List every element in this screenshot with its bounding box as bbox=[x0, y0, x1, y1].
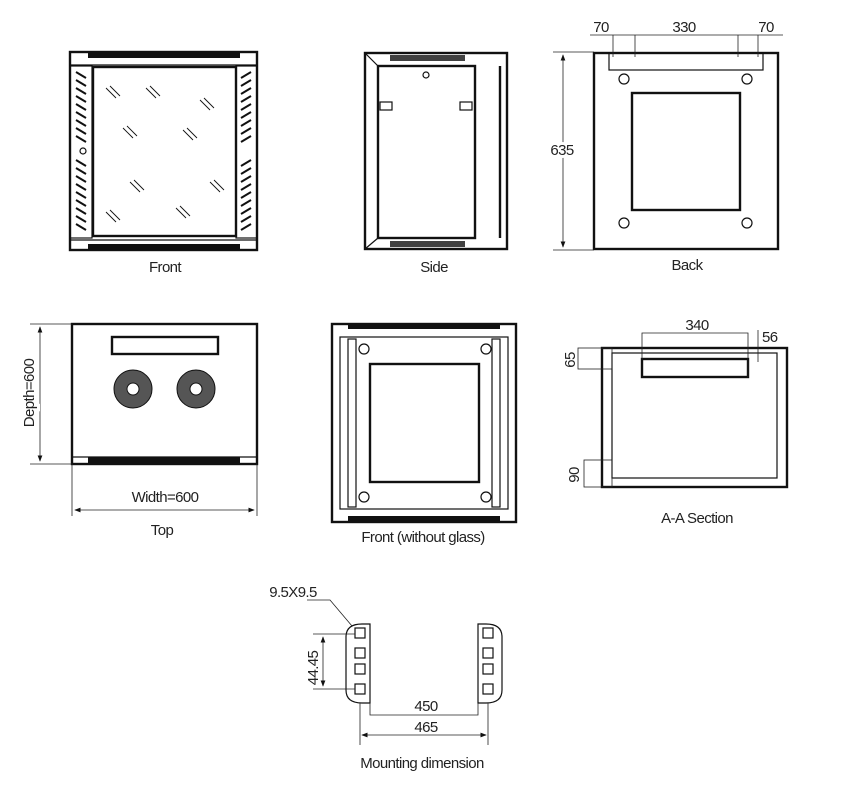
mounting-label: Mounting dimension bbox=[360, 755, 484, 772]
vent-slot bbox=[240, 159, 252, 167]
glass-glare-mark bbox=[199, 99, 211, 111]
glass-glare-mark bbox=[129, 181, 141, 193]
glass-glare-mark bbox=[133, 179, 145, 191]
vent-slot bbox=[240, 223, 252, 231]
front-view: Front bbox=[68, 50, 259, 276]
vent-slot bbox=[240, 183, 252, 191]
vent-slot bbox=[75, 127, 87, 135]
vent-slot bbox=[75, 135, 87, 143]
section-dim-65: 65 bbox=[562, 352, 579, 368]
vent-slot bbox=[240, 111, 252, 119]
top-view: Depth=600 Width=600 Top bbox=[18, 322, 259, 539]
vent-slot bbox=[240, 191, 252, 199]
back-dim-height: 635 bbox=[550, 142, 573, 159]
vent-slot bbox=[240, 95, 252, 103]
vent-slot bbox=[75, 191, 87, 199]
vent-slot bbox=[75, 79, 87, 87]
vent-slot bbox=[75, 95, 87, 103]
glass-glare-mark bbox=[186, 127, 198, 139]
vent-slot bbox=[75, 223, 87, 231]
top-dim-depth: Depth=600 bbox=[21, 359, 38, 428]
vent-slot bbox=[240, 87, 252, 95]
glass-glare-mark bbox=[149, 85, 161, 97]
vent-slot bbox=[240, 207, 252, 215]
glass-glare-mark bbox=[179, 205, 191, 217]
vent-slot bbox=[240, 71, 252, 79]
mounting-dim-pitch: 44.45 bbox=[305, 650, 322, 685]
back-label: Back bbox=[672, 257, 704, 274]
glass-glare-mark bbox=[105, 211, 117, 223]
vent-slot bbox=[240, 79, 252, 87]
vent-slot bbox=[75, 207, 87, 215]
vent-slot bbox=[75, 175, 87, 183]
section-dim-56: 56 bbox=[762, 329, 778, 346]
vent-slot bbox=[75, 103, 87, 111]
glass-glare-mark bbox=[105, 87, 117, 99]
fan-icon bbox=[176, 369, 216, 409]
glass-glare-mark bbox=[182, 129, 194, 141]
section-label: A-A Section bbox=[661, 510, 733, 527]
side-label: Side bbox=[420, 259, 448, 276]
mounting-dim-465: 465 bbox=[414, 719, 437, 736]
vent-slot bbox=[240, 175, 252, 183]
glass-glare-mark bbox=[126, 125, 138, 137]
vent-slot bbox=[75, 71, 87, 79]
glass-glare-mark bbox=[109, 209, 121, 221]
vent-slot bbox=[75, 183, 87, 191]
section-view: 340 56 65 90 A-A Section bbox=[562, 317, 789, 527]
glass-glare-mark bbox=[209, 181, 221, 193]
vent-slot bbox=[75, 159, 87, 167]
fan-icon bbox=[113, 369, 153, 409]
glass-glare-mark bbox=[122, 127, 134, 139]
vent-slot bbox=[75, 215, 87, 223]
front-without-glass-view: Front (without glass) bbox=[330, 322, 518, 546]
side-view: Side bbox=[363, 51, 509, 276]
vent-slot bbox=[75, 167, 87, 175]
back-dim-center: 330 bbox=[672, 19, 695, 36]
mounting-dim-hole: 9.5X9.5 bbox=[269, 584, 317, 601]
back-dim-left: 70 bbox=[593, 19, 609, 36]
mounting-view: 9.5X9.5 44.45 450 465 Mounting dimension bbox=[269, 584, 503, 772]
section-dim-340: 340 bbox=[685, 317, 708, 334]
vent-slot bbox=[240, 167, 252, 175]
vent-slot bbox=[240, 119, 252, 127]
section-dim-90: 90 bbox=[566, 467, 583, 483]
back-view: 70 330 70 635 Back bbox=[547, 19, 783, 274]
front-label: Front bbox=[149, 259, 182, 276]
glass-glare-mark bbox=[203, 97, 215, 109]
top-dim-width: Width=600 bbox=[132, 489, 199, 506]
vent-slot bbox=[75, 199, 87, 207]
vent-slot bbox=[240, 127, 252, 135]
vent-slot bbox=[75, 119, 87, 127]
glass-glare-mark bbox=[109, 85, 121, 97]
vent-slot bbox=[75, 111, 87, 119]
back-dim-right: 70 bbox=[758, 19, 774, 36]
glass-glare-mark bbox=[175, 207, 187, 219]
vent-slot bbox=[240, 135, 252, 143]
vent-slot bbox=[240, 215, 252, 223]
glass-glare-mark bbox=[145, 87, 157, 99]
front-without-glass-label: Front (without glass) bbox=[361, 529, 485, 546]
vent-slot bbox=[240, 199, 252, 207]
mounting-dim-450: 450 bbox=[414, 698, 437, 715]
vent-slot bbox=[75, 87, 87, 95]
glass-glare-mark bbox=[213, 179, 225, 191]
vent-slot bbox=[240, 103, 252, 111]
top-label: Top bbox=[151, 522, 174, 539]
